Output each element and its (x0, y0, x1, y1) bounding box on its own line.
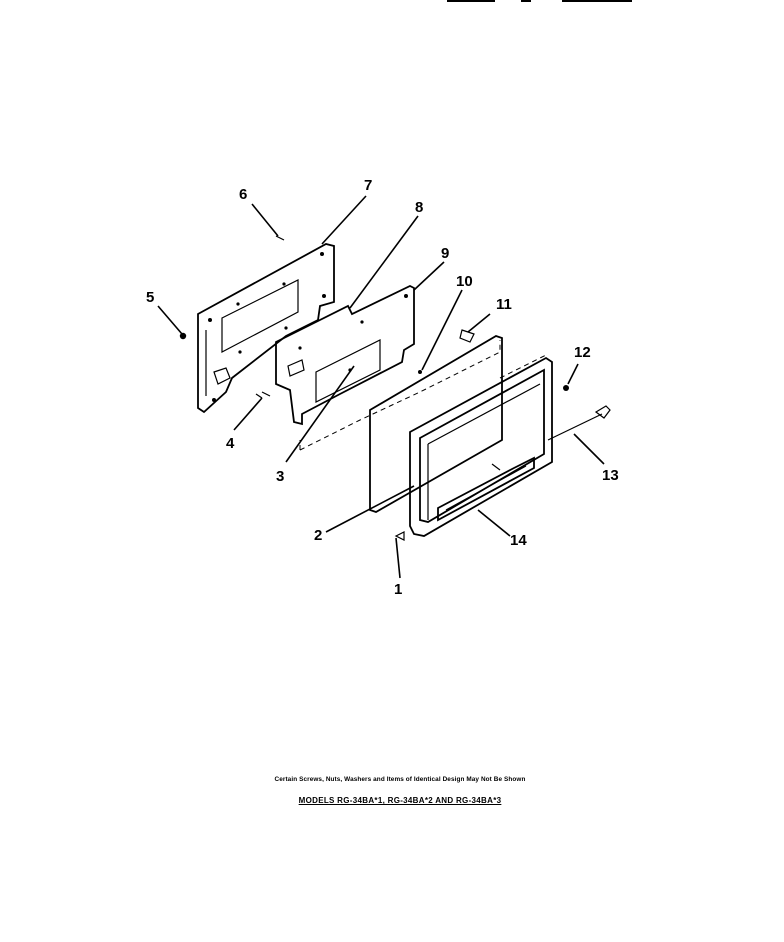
callout-12: 12 (574, 344, 591, 361)
window-pack-outline (299, 340, 501, 451)
outer-door-panel (409, 353, 553, 537)
caption-note: Certain Screws, Nuts, Washers and Items … (274, 776, 526, 783)
top-edge-rule-left (447, 0, 495, 2)
callout-3: 3 (276, 468, 284, 485)
callout-2: 2 (314, 527, 322, 544)
leader-lines (157, 195, 605, 579)
callout-7: 7 (364, 177, 372, 194)
callout-9: 9 (441, 245, 449, 262)
inner-door-glass (369, 335, 503, 513)
caption-models: MODELS RG-34BA*1, RG-34BA*2 AND RG-34BA*… (298, 796, 502, 805)
callout-4: 4 (226, 435, 235, 452)
callout-8: 8 (415, 199, 423, 216)
top-edge-rule-right (562, 0, 632, 2)
callout-14: 14 (510, 532, 527, 549)
top-edge-rule-mid (521, 0, 531, 2)
door-handle (547, 405, 611, 441)
callout-13: 13 (602, 467, 619, 484)
callout-11: 11 (496, 296, 512, 313)
door-baffle-panel (275, 284, 415, 426)
inner-door-liner-panel (197, 243, 335, 414)
callout-6: 6 (239, 186, 247, 203)
hardware-screws (179, 235, 569, 541)
callout-10: 10 (456, 273, 473, 290)
callout-5: 5 (146, 289, 154, 306)
callout-1: 1 (394, 581, 402, 598)
